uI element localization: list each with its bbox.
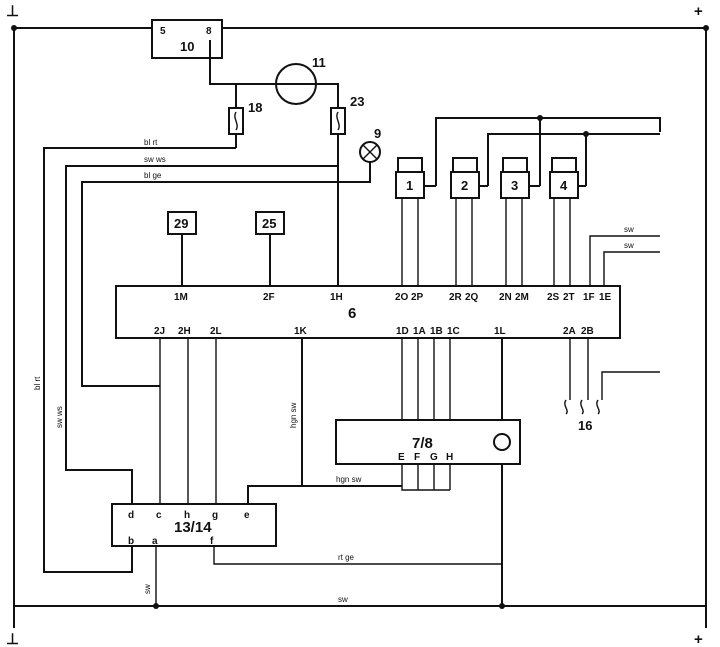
ecu-6: [115, 285, 621, 339]
module-13-14-pin-c: c: [156, 510, 162, 521]
ecu-pin-2R: 2R: [449, 292, 463, 303]
ecu-pin-2O: 2O: [395, 292, 409, 303]
ecu-pin-1L: 1L: [494, 326, 506, 337]
wire-label-bl-ge: bl ge: [144, 171, 162, 180]
relay-10-pin-left: 5: [160, 26, 166, 37]
module-13-14-pin-d: d: [128, 510, 134, 521]
wire-label-sw-ws: sw ws: [144, 155, 166, 164]
module-7-8-pin-F: F: [414, 452, 420, 463]
module-13-14-pin-f: f: [210, 536, 214, 547]
injector-3: 3: [500, 157, 540, 199]
module-7-8-pin-H: H: [446, 452, 453, 463]
injector-1: 1: [395, 157, 436, 199]
module-13-14-pin-b: b: [128, 536, 134, 547]
ecu-pin-2T: 2T: [563, 292, 575, 303]
ecu-pin-2S: 2S: [547, 292, 560, 303]
module-7-8-pin-G: G: [430, 452, 438, 463]
junction-dot: [703, 25, 709, 31]
connector-16: [564, 399, 600, 415]
ecu-pin-1H: 1H: [330, 292, 343, 303]
module-7-8-pin-E: E: [398, 452, 405, 463]
ecu-6-label: 6: [348, 305, 356, 322]
relay-10-pin-right: 8: [206, 26, 212, 37]
wire-label-sw-right-2: sw: [624, 241, 634, 250]
wire-label-sw-right-1: sw: [624, 225, 634, 234]
module-7-8-sensor-symbol: [493, 433, 511, 451]
ecu-pin-1B: 1B: [430, 326, 443, 337]
ecu-pin-1F: 1F: [583, 292, 595, 303]
wire-label-vertical-hgn-sw: hgn sw: [289, 402, 298, 428]
injector-2: 2: [450, 157, 488, 199]
module-7-8: [335, 419, 521, 465]
ecu-pin-1A: 1A: [413, 326, 426, 337]
connector-16-label: 16: [578, 418, 592, 433]
wire-label-sw: sw: [338, 595, 348, 604]
ground-symbol-top: ⊥: [6, 3, 19, 20]
module-13-14-pin-e: e: [244, 510, 250, 521]
fuse-23-label: 23: [350, 94, 364, 109]
sensor-29-label: 29: [174, 216, 188, 231]
ecu-pin-1D: 1D: [396, 326, 409, 337]
injector-2-label: 2: [461, 178, 468, 193]
module-7-8-label: 7/8: [412, 435, 433, 452]
module-13-14-pin-g: g: [212, 510, 218, 521]
wire-label-vertical-bl-rt: bl rt: [33, 376, 42, 390]
injector-4: 4: [549, 157, 586, 199]
ground-symbol-bottom: ⊥: [6, 631, 19, 647]
plus-symbol-top: +: [694, 3, 703, 20]
injector-4-label: 4: [560, 178, 568, 193]
module-13-14: [111, 503, 277, 547]
ecu-pin-1C: 1C: [447, 326, 460, 337]
ecu-pin-2B: 2B: [581, 326, 594, 337]
junction-dot: [11, 25, 17, 31]
ecu-pin-2A: 2A: [563, 326, 576, 337]
injector-3-label: 3: [511, 178, 518, 193]
sensor-25-label: 25: [262, 216, 276, 231]
wire-label-vertical-sw-ws: sw ws: [55, 406, 64, 428]
ecu-pin-2L: 2L: [210, 326, 222, 337]
fuel-pump-11-label: 11: [312, 55, 326, 70]
ecu-pin-2J: 2J: [154, 326, 165, 337]
ecu-pin-2P: 2P: [411, 292, 424, 303]
ecu-pin-1M: 1M: [174, 292, 188, 303]
wire-label-hgn-sw: hgn sw: [336, 475, 362, 484]
ecu-pin-2H: 2H: [178, 326, 191, 337]
lamp-9-label: 9: [374, 126, 381, 141]
ecu-pin-1E: 1E: [599, 292, 612, 303]
module-13-14-pin-a: a: [152, 536, 158, 547]
fuse-18-label: 18: [248, 100, 262, 115]
relay-10-label: 10: [180, 39, 194, 54]
module-13-14-pin-h: h: [184, 510, 190, 521]
ecu-pin-2N: 2N: [499, 292, 512, 303]
injector-1-label: 1: [406, 178, 413, 193]
ecu-pin-1K: 1K: [294, 326, 308, 337]
ecu-pin-2F: 2F: [263, 292, 275, 303]
module-13-14-label: 13/14: [174, 519, 212, 536]
wire-label-rt-ge: rt ge: [338, 553, 355, 562]
wire-label-bl-rt: bl rt: [144, 138, 158, 147]
ecu-pin-2M: 2M: [515, 292, 529, 303]
wire-label-sw-bottom: sw: [143, 584, 152, 594]
plus-symbol-bottom: +: [694, 631, 703, 647]
ecu-pin-2Q: 2Q: [465, 292, 479, 303]
